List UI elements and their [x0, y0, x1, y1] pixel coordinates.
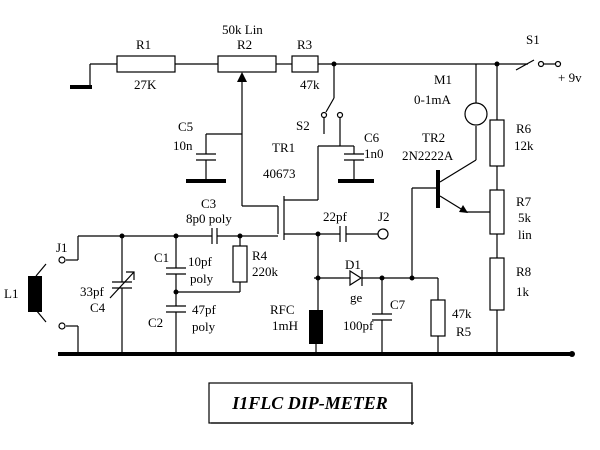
c2-value: 47pf: [192, 302, 217, 317]
m1-value: 0-1mA: [414, 92, 451, 107]
s2-switch: [318, 64, 344, 147]
tr2-value: 2N2222A: [402, 148, 454, 163]
r3-value: 47k: [300, 77, 320, 92]
ground-rail: [58, 351, 575, 357]
tr2-ref: TR2: [422, 130, 445, 145]
r7-value: 5k: [518, 210, 532, 225]
rfc-choke: [309, 310, 323, 344]
r4-value: 220k: [252, 264, 279, 279]
c5-ref: C5: [178, 119, 193, 134]
c2-ref: C2: [148, 315, 163, 330]
s2-ref: S2: [296, 118, 310, 133]
c1-ref: C1: [154, 250, 169, 265]
c4-variable-capacitor: [109, 236, 135, 354]
r8-value: 1k: [516, 284, 530, 299]
m1-ref: M1: [434, 72, 452, 87]
r7-note: lin: [518, 227, 532, 242]
r3-resistor: [291, 55, 319, 73]
source-path: [314, 234, 415, 310]
supply-label: + 9v: [558, 70, 582, 85]
r5-resistor: [412, 277, 446, 354]
r7-ref: R7: [516, 194, 532, 209]
c1-note: poly: [190, 271, 214, 286]
c7-capacitor: [372, 275, 392, 354]
r5-ref: R5: [456, 324, 471, 339]
r3-ref: R3: [297, 37, 312, 52]
d1-value: ge: [350, 290, 363, 305]
c6-value: 1n0: [364, 146, 384, 161]
j2-ref: J2: [378, 209, 390, 224]
c6-ref: C6: [364, 130, 380, 145]
c7-value: 100pf: [343, 318, 374, 333]
r2-value: 50k Lin: [222, 22, 263, 37]
r7-potentiometer: [489, 189, 505, 258]
c2-note: poly: [192, 319, 216, 334]
l1-coil: [28, 276, 42, 312]
j1-ref: J1: [56, 240, 68, 255]
s1-ref: S1: [526, 32, 540, 47]
c7-ref: C7: [390, 297, 406, 312]
output-capacitor: [318, 226, 389, 242]
c3-value: 8p0 poly: [186, 211, 232, 226]
tr1-value: 40673: [263, 166, 296, 181]
r2-ref: R2: [237, 37, 252, 52]
output-cap-value: 22pf: [323, 209, 348, 224]
j2-jack: [377, 228, 389, 240]
r2-potentiometer: [217, 55, 277, 73]
d1-ref: D1: [345, 257, 361, 272]
r1-ref: R1: [136, 37, 151, 52]
r1-resistor: [116, 55, 176, 73]
r5-value: 47k: [452, 306, 472, 321]
r6-resistor: [489, 64, 505, 190]
rfc-value: 1mH: [272, 318, 298, 333]
r1-value: 27K: [134, 77, 157, 92]
c4-ref: C4: [90, 300, 106, 315]
tr1-ref: TR1: [272, 140, 295, 155]
r6-ref: R6: [516, 121, 532, 136]
r8-ref: R8: [516, 264, 531, 279]
l1-ref: L1: [4, 286, 18, 301]
c5-value: 10n: [173, 138, 193, 153]
d1-diode: [344, 269, 363, 287]
tr2-transistor: [411, 126, 490, 278]
tr1-transistor: [241, 134, 321, 240]
rfc-ref: RFC: [270, 302, 295, 317]
r4-ref: R4: [252, 248, 268, 263]
diagram-title: I1FLC DIP-METER: [231, 393, 388, 413]
s1-switch: [515, 59, 562, 71]
r4-resistor: [176, 236, 248, 293]
c1-capacitor: [166, 236, 186, 306]
c6-capacitor: [338, 145, 374, 183]
c2-capacitor: [166, 305, 186, 354]
c3-ref: C3: [201, 196, 216, 211]
l1-coil-and-j1: [28, 236, 79, 354]
top-rail: [70, 61, 528, 89]
c5-capacitor: [186, 133, 242, 183]
m1-meter: [464, 64, 488, 126]
c3-capacitor: [78, 228, 278, 244]
c4-value: 33pf: [80, 284, 105, 299]
c1-value: 10pf: [188, 254, 213, 269]
r6-value: 12k: [514, 138, 534, 153]
r8-resistor: [489, 257, 505, 354]
r2-wiper-arrow: [237, 72, 247, 82]
